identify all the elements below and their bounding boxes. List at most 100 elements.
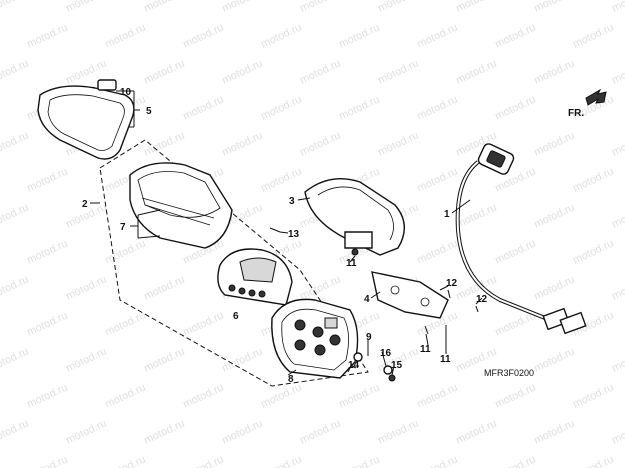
callout-13: 13 (288, 229, 300, 240)
watermark-text: motod.ru (337, 381, 381, 410)
diagram-code: MFR3F0200 (484, 368, 534, 378)
watermark-text: motod.ru (220, 417, 264, 446)
watermark-text: motod.ru (64, 273, 108, 302)
watermark-text: motod.ru (298, 417, 342, 446)
watermark-text: motod.ru (181, 93, 225, 122)
callout-12a: 12 (446, 278, 458, 289)
watermark-text: motod.ru (532, 273, 576, 302)
watermark-text: motod.ru (142, 417, 186, 446)
watermark-text: motod.ru (571, 21, 615, 50)
watermark-text: motod.ru (103, 21, 147, 50)
callout-8: 8 (288, 374, 294, 385)
meter-lower-case-part-8 (271, 298, 359, 379)
assembly-boundary-2 (99, 139, 369, 387)
watermark-text: motod.ru (376, 129, 420, 158)
callout-10: 10 (120, 87, 132, 98)
watermark-text: motod.ru (0, 345, 31, 374)
callout-3: 3 (289, 196, 295, 207)
watermark-text: motod.ru (571, 453, 615, 468)
watermark-text: motod.ru (415, 237, 459, 266)
watermark-text: motod.ru (25, 237, 69, 266)
watermark-text: motod.ru (415, 381, 459, 410)
watermark-text: motod.ru (220, 129, 264, 158)
watermark-text: motod.ru (25, 165, 69, 194)
watermark-text: motod.ru (0, 0, 31, 15)
watermark-text: motod.ru (571, 237, 615, 266)
callout-11b: 11 (420, 344, 431, 355)
callout-14: 14 (348, 360, 360, 371)
watermark-text: motod.ru (376, 417, 420, 446)
watermark-text: motod.ru (64, 417, 108, 446)
watermark-text: motod.ru (298, 57, 342, 86)
watermark-text: motod.ru (181, 309, 225, 338)
watermark-text: motod.ru (571, 165, 615, 194)
watermark-text: motod.ru (493, 93, 537, 122)
watermark-text: motod.ru (259, 381, 303, 410)
watermark-text: motod.ru (337, 453, 381, 468)
watermark-text: motod.ru (532, 345, 576, 374)
front-direction-label: FR. (568, 108, 584, 119)
watermark-text: motod.ru (337, 93, 381, 122)
watermark-text: motod.ru (103, 453, 147, 468)
watermark-text: motod.ru (493, 237, 537, 266)
watermark-text: motod.ru (259, 93, 303, 122)
watermark-text: motod.ru (532, 57, 576, 86)
watermark-text: motod.ru (142, 345, 186, 374)
watermark-text: motod.ru (415, 21, 459, 50)
watermark-text: motod.ru (610, 273, 625, 302)
watermark-text: motod.ru (493, 381, 537, 410)
watermark-text: motod.ru (493, 21, 537, 50)
pad-part-10 (97, 79, 117, 91)
watermark-text: motod.ru (0, 129, 31, 158)
watermark-text: motod.ru (337, 21, 381, 50)
callout-15: 15 (391, 360, 403, 371)
watermark-text: motod.ru (142, 129, 186, 158)
callout-2: 2 (82, 199, 88, 210)
callout-11a: 11 (346, 258, 357, 269)
watermark-text: motod.ru (610, 129, 625, 158)
watermark-text: motod.ru (454, 57, 498, 86)
watermark-text: motod.ru (0, 417, 31, 446)
watermark-text: motod.ru (0, 57, 31, 86)
watermark-text: motod.ru (493, 453, 537, 468)
watermark-text: motod.ru (415, 453, 459, 468)
callout-4: 4 (364, 294, 370, 305)
watermark-text: motod.ru (454, 201, 498, 230)
watermark-text: motod.ru (181, 21, 225, 50)
watermark-text: motod.ru (103, 309, 147, 338)
watermark-text: motod.ru (103, 381, 147, 410)
watermark-text: motod.ru (298, 129, 342, 158)
callout-7: 7 (120, 222, 126, 233)
watermark-text: motod.ru (25, 381, 69, 410)
watermark-text: motod.ru (142, 273, 186, 302)
watermark-text: motod.ru (64, 0, 108, 15)
watermark-text: motod.ru (259, 165, 303, 194)
watermark-text: motod.ru (298, 0, 342, 15)
watermark-text: motod.ru (181, 381, 225, 410)
callout-1: 1 (444, 209, 450, 220)
watermark-text: motod.ru (376, 57, 420, 86)
watermark-text: motod.ru (610, 417, 625, 446)
watermark-text: motod.ru (142, 57, 186, 86)
watermark-text: motod.ru (0, 201, 31, 230)
watermark-text: motod.ru (610, 345, 625, 374)
watermark-text: motod.ru (259, 453, 303, 468)
watermark-text: motod.ru (610, 201, 625, 230)
watermark-text: motod.ru (532, 0, 576, 15)
watermark-text: motod.ru (220, 57, 264, 86)
watermark-text: motod.ru (220, 0, 264, 15)
watermark-text: motod.ru (532, 417, 576, 446)
callout-6: 6 (233, 311, 239, 322)
watermark-text: motod.ru (25, 309, 69, 338)
watermark-text: motod.ru (532, 129, 576, 158)
watermark-text: motod.ru (454, 417, 498, 446)
watermark-text: motod.ru (103, 237, 147, 266)
fasteners (269, 227, 479, 382)
watermark-text: motod.ru (0, 273, 31, 302)
watermark-text: motod.ru (259, 21, 303, 50)
watermark-text: motod.ru (571, 381, 615, 410)
watermark-text: motod.ru (610, 57, 625, 86)
watermark-text: motod.ru (64, 345, 108, 374)
